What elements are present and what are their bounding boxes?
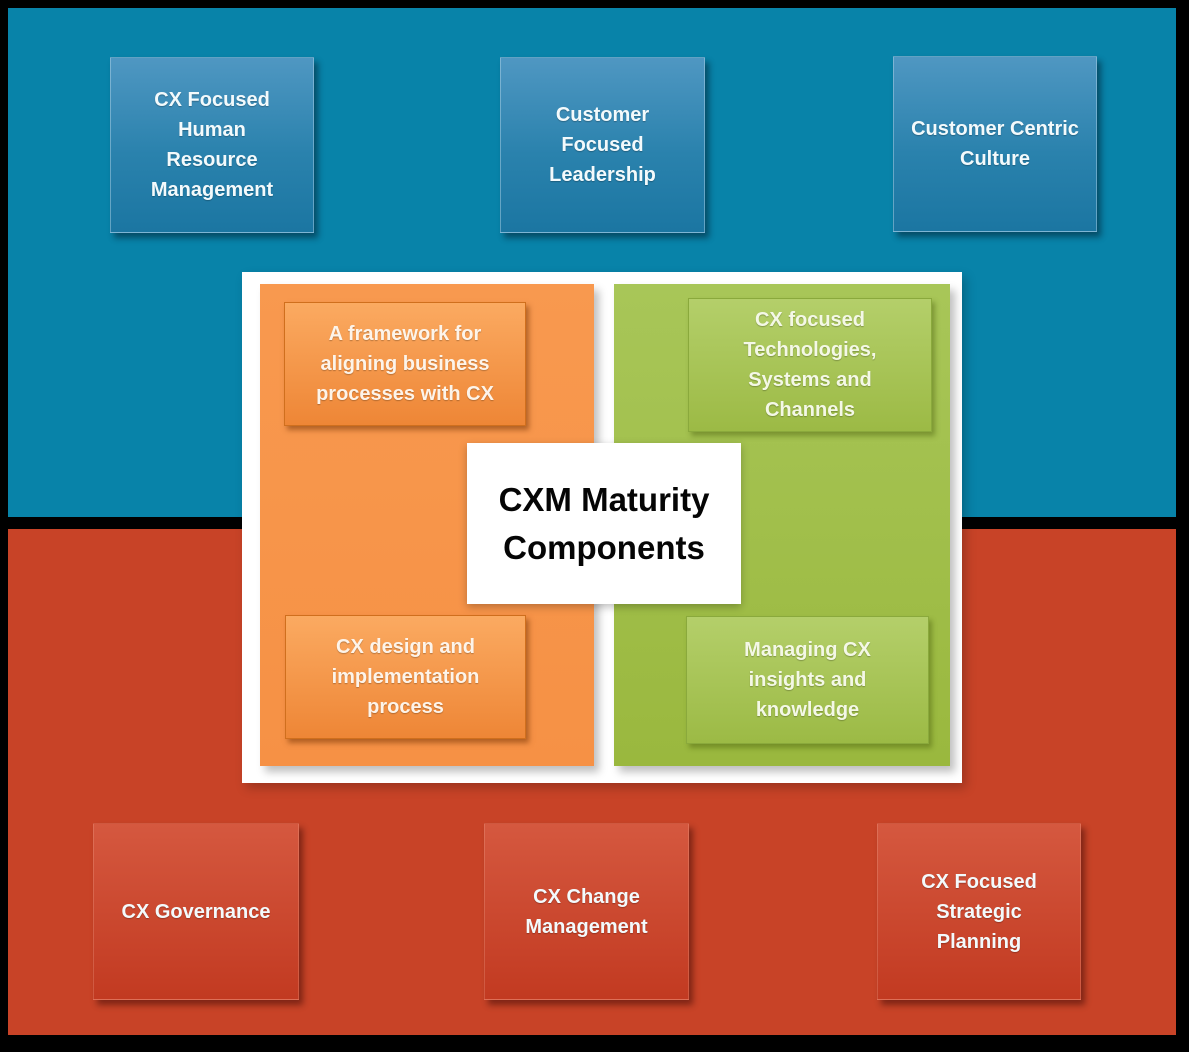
card-cx-change-management: CX Change Management <box>484 823 689 1000</box>
card-label: Customer Centric Culture <box>911 118 1079 170</box>
card-customer-centric-culture: Customer Centric Culture <box>893 56 1097 232</box>
card-label: CX Focused Human Resource Management <box>150 89 274 201</box>
card-cx-focused-human-resource-management: CX Focused Human Resource Management <box>110 57 314 233</box>
card-label: CX design and implementation process <box>331 636 480 718</box>
card-cx-focused-strategic-planning: CX Focused Strategic Planning <box>877 823 1081 1000</box>
card-cx-focused-technologies-systems-channels: CX focused Technologies, Systems and Cha… <box>688 298 932 432</box>
card-label: A framework for aligning business proces… <box>316 323 494 405</box>
card-cx-design-implementation-process: CX design and implementation process <box>285 615 526 739</box>
card-framework-aligning-business-processes: A framework for aligning business proces… <box>284 302 526 426</box>
card-label: Managing CX insights and knowledge <box>744 639 871 721</box>
diagram-title: CXM Maturity Components <box>498 480 710 566</box>
card-label: CX Governance <box>121 900 271 923</box>
card-label: Customer Focused Leadership <box>549 104 656 186</box>
card-customer-focused-leadership: Customer Focused Leadership <box>500 57 705 233</box>
card-label: CX Focused Strategic Planning <box>921 870 1037 953</box>
card-managing-cx-insights-knowledge: Managing CX insights and knowledge <box>686 616 929 744</box>
card-label: CX focused Technologies, Systems and Cha… <box>743 309 877 421</box>
diagram-title-box: CXM Maturity Components <box>467 443 741 604</box>
card-cx-governance: CX Governance <box>93 823 299 1000</box>
card-label: CX Change Management <box>525 885 648 938</box>
